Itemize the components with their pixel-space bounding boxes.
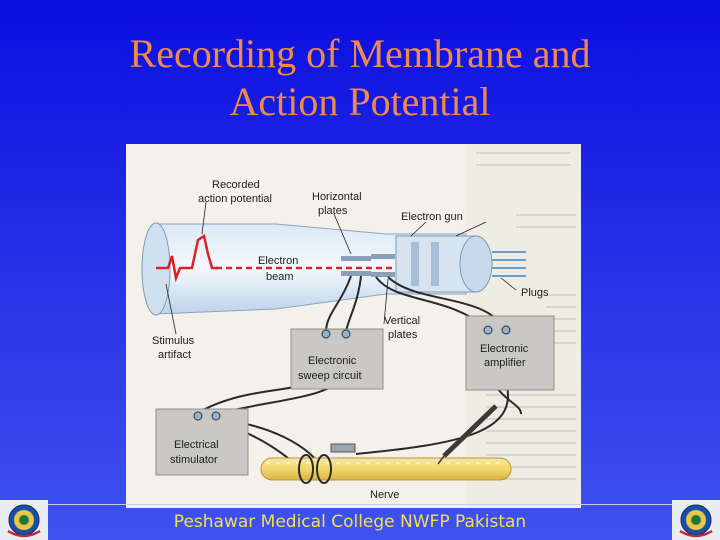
label-amp-electronic: Electronic bbox=[480, 343, 529, 355]
college-logo-left bbox=[0, 500, 48, 540]
label-electron-gun: Electron gun bbox=[401, 211, 463, 223]
recording-electrode bbox=[330, 404, 498, 465]
title-line-2: Action Potential bbox=[229, 79, 491, 124]
label-vertical: Vertical bbox=[384, 315, 420, 327]
crest-icon bbox=[7, 504, 41, 538]
title-line-1: Recording of Membrane and bbox=[129, 31, 591, 76]
label-stimulator: stimulator bbox=[170, 454, 218, 466]
college-logo-right bbox=[672, 500, 720, 540]
label-horizontal-plates: plates bbox=[318, 205, 348, 217]
sweep-circuit-box bbox=[290, 328, 384, 390]
footer-college-name: Peshawar Medical College NWFP Pakistan bbox=[173, 512, 527, 532]
label-recorded: Recorded bbox=[212, 179, 260, 191]
label-action-potential: action potential bbox=[198, 193, 272, 205]
label-stimulus: Stimulus bbox=[152, 335, 195, 347]
label-beam: beam bbox=[266, 271, 294, 283]
nerve bbox=[260, 454, 512, 484]
label-amplifier: amplifier bbox=[484, 357, 526, 369]
slide-title: Recording of Membrane and Action Potenti… bbox=[0, 30, 720, 126]
action-potential-trace bbox=[156, 233, 218, 283]
footer-divider bbox=[48, 504, 672, 505]
label-sweep-circuit: sweep circuit bbox=[298, 370, 362, 382]
label-vertical-plates: plates bbox=[388, 329, 418, 341]
label-plugs: Plugs bbox=[521, 287, 549, 299]
label-nerve: Nerve bbox=[370, 489, 399, 501]
label-electron: Electron bbox=[258, 255, 298, 267]
diagram-svg: Recorded action potential Horizontal pla… bbox=[141, 144, 581, 508]
stimulator-box bbox=[155, 408, 249, 476]
label-sweep-electronic: Electronic bbox=[308, 355, 357, 367]
label-artifact: artifact bbox=[158, 349, 191, 361]
crest-icon bbox=[679, 504, 713, 538]
amplifier-box bbox=[465, 315, 555, 391]
label-electrical: Electrical bbox=[174, 439, 219, 451]
oscilloscope-diagram: Recorded action potential Horizontal pla… bbox=[126, 144, 581, 508]
pointer-lines bbox=[165, 201, 517, 335]
label-horizontal: Horizontal bbox=[312, 191, 362, 203]
